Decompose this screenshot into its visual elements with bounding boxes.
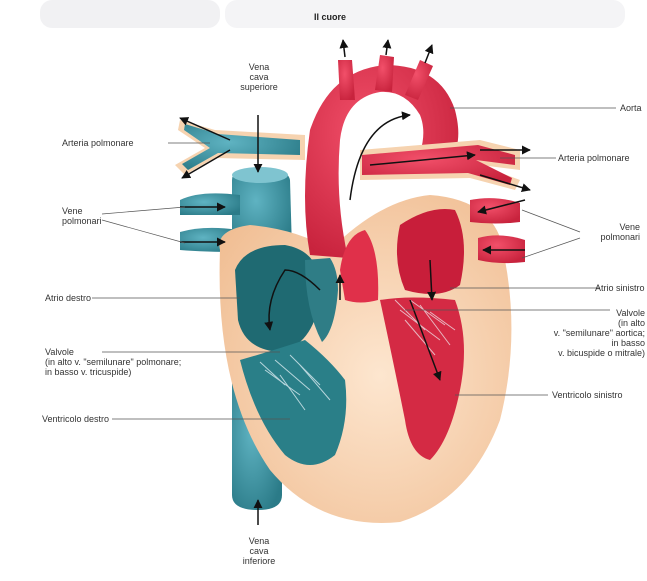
label-arteria-polmonare-dx: Arteria polmonare: [558, 153, 630, 163]
label-line: Vena: [235, 536, 283, 546]
label-line: (in alto: [505, 318, 645, 328]
label-line: Vene: [592, 222, 640, 232]
label-line: Vena: [235, 62, 283, 72]
label-line: inferiore: [235, 556, 283, 566]
label-ventricolo-destro: Ventricolo destro: [42, 414, 109, 424]
label-atrio-sinistro: Atrio sinistro: [595, 283, 645, 293]
label-vene-polmonari-sx: Vene polmonari: [62, 206, 102, 226]
header-band: [40, 0, 220, 28]
label-line: (in alto v. "semilunare" polmonare;: [45, 357, 181, 367]
vena-cava-top-opening: [232, 167, 288, 183]
vene-polmonari-destre: [470, 198, 520, 223]
label-aorta: Aorta: [620, 103, 642, 113]
label-line: Valvole: [45, 347, 181, 357]
arteria-polmonare-sinistra-inner: [182, 124, 300, 170]
label-line: in basso: [505, 338, 645, 348]
label-vena-cava-superiore: Vena cava superiore: [235, 62, 283, 92]
label-line: cava: [235, 546, 283, 556]
label-line: v. "semilunare" aortica;: [505, 328, 645, 338]
label-valvole-sx: Valvole (in alto v. "semilunare" aortica…: [505, 308, 645, 358]
label-line: v. bicuspide o mitrale): [505, 348, 645, 358]
label-line: polmonari: [592, 232, 640, 242]
label-ventricolo-sinistro: Ventricolo sinistro: [552, 390, 623, 400]
label-line: polmonari: [62, 216, 102, 226]
label-line: in basso v. tricuspide): [45, 367, 181, 377]
vene-polmonari-sinistre: [180, 193, 240, 215]
header-band: [225, 0, 625, 28]
label-valvole-dx: Valvole (in alto v. "semilunare" polmona…: [45, 347, 181, 377]
label-vene-polmonari-dx: Vene polmonari: [592, 222, 640, 242]
label-vena-cava-inferiore: Vena cava inferiore: [235, 536, 283, 566]
label-line: Vene: [62, 206, 102, 216]
aorta-branch-1: [338, 60, 355, 100]
label-arteria-polmonare-sx: Arteria polmonare: [62, 138, 134, 148]
label-line: cava: [235, 72, 283, 82]
label-atrio-destro: Atrio destro: [45, 293, 91, 303]
label-line: superiore: [235, 82, 283, 92]
aorta-branch-2: [375, 55, 394, 92]
label-line: Valvole: [505, 308, 645, 318]
diagram-title: Il cuore: [300, 12, 360, 22]
